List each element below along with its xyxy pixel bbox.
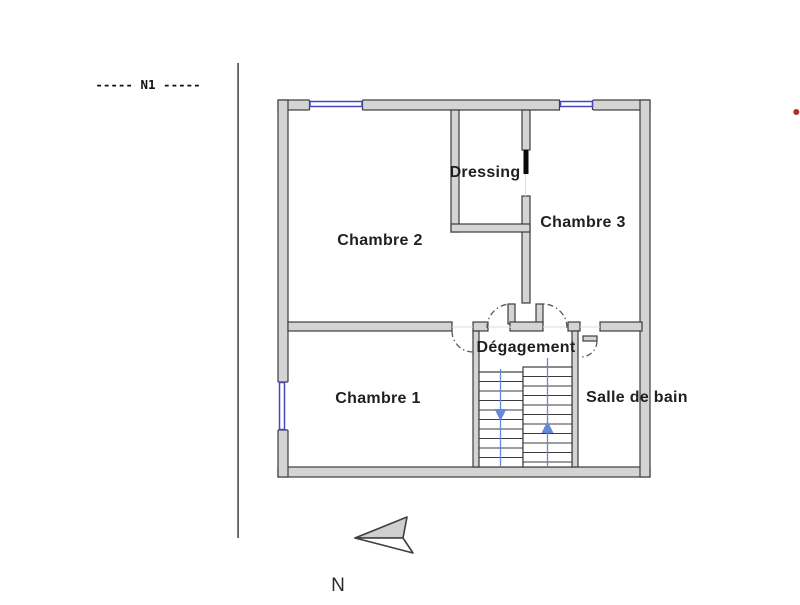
door-arc-chambre1	[451, 330, 474, 353]
level-label: ----- N1 -----	[95, 77, 200, 92]
wall-degagement-jamb-left	[472, 321, 489, 332]
outer-walls	[277, 99, 651, 478]
wall-degagement-stub-left	[507, 303, 516, 325]
wall-chambre1-top	[287, 321, 453, 332]
window-glass-lines	[278, 100, 594, 431]
room-labels: Chambre 2 Dressing Chambre 3 Dégagement …	[335, 164, 688, 407]
wall-bottom	[277, 466, 651, 478]
north-arrow-lower-icon	[354, 537, 414, 554]
room-label-salle-de-bain: Salle de bain	[586, 389, 688, 406]
wall-degagement-center	[509, 321, 544, 332]
wall-degagement-jamb-right	[567, 321, 581, 332]
door-thresholds	[452, 174, 600, 328]
room-label-degagement: Dégagement	[476, 339, 575, 356]
wall-sallebain-top	[599, 321, 643, 332]
north-arrow-upper-icon	[354, 516, 408, 539]
room-label-chambre1: Chambre 1	[335, 390, 420, 407]
window-chambre2-icon	[309, 100, 363, 108]
window-chambre1-icon	[278, 381, 286, 431]
door-arc-chambre3	[542, 303, 568, 329]
door-arc-sallebain	[580, 340, 598, 358]
windows	[277, 99, 594, 431]
north-label: N	[331, 575, 345, 596]
wall-chambre2-chambre3	[521, 195, 531, 304]
wall-dressing-chambre3-upper	[521, 109, 531, 151]
window-chambre3-icon	[559, 100, 594, 108]
wall-left	[277, 99, 289, 478]
red-marker-dot	[793, 109, 800, 115]
wall-degagement-stub-right	[535, 303, 544, 325]
doors	[451, 174, 600, 358]
door-arc-chambre2	[486, 303, 512, 329]
stair-direction-arrows	[494, 409, 554, 433]
stair-arrow-down-icon	[494, 409, 507, 421]
wall-right	[639, 99, 651, 478]
room-label-chambre3: Chambre 3	[540, 214, 625, 231]
north-arrow: N	[331, 516, 414, 596]
stair-arrow-up-icon	[541, 421, 554, 433]
level-divider-line	[237, 63, 239, 538]
room-label-dressing: Dressing	[450, 164, 521, 181]
staircase	[478, 358, 573, 468]
door-leaf-sallebain	[582, 335, 598, 342]
room-label-chambre2: Chambre 2	[337, 232, 422, 249]
door-leaf-dressing	[523, 150, 529, 174]
wall-dressing-bottom	[450, 223, 531, 233]
